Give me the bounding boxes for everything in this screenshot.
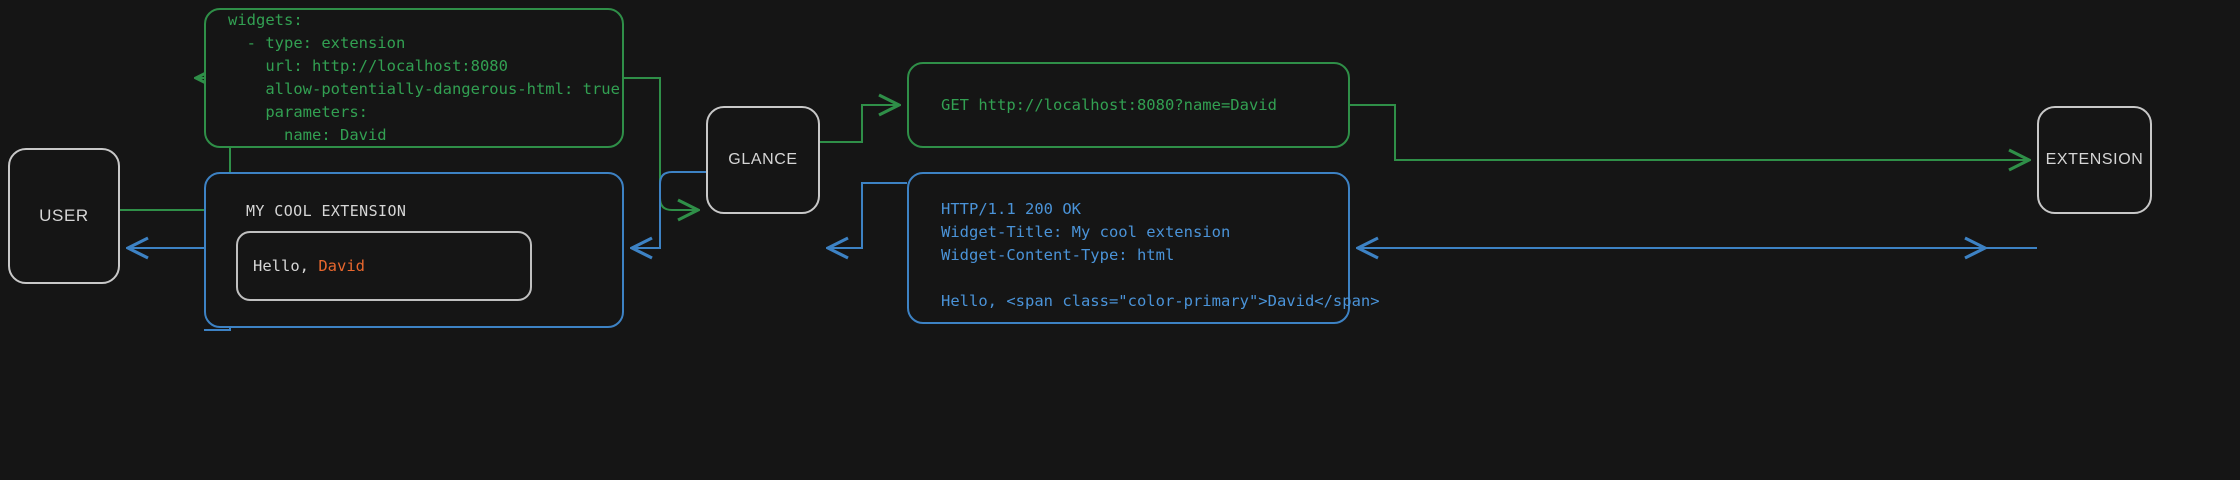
edge-glance-to-request bbox=[820, 105, 899, 143]
widget-preview-title: MY COOL EXTENSION bbox=[246, 202, 407, 220]
edge-config-to-glance bbox=[624, 77, 698, 210]
node-user-label: USER bbox=[39, 206, 89, 225]
node-user[interactable]: USER bbox=[8, 148, 120, 284]
node-extension-label: EXTENSION bbox=[2045, 151, 2144, 168]
node-glance[interactable]: GLANCE bbox=[706, 106, 820, 214]
yaml-config-text: widgets: - type: extension url: http://l… bbox=[228, 11, 620, 144]
yaml-config-box: widgets: - type: extension url: http://l… bbox=[204, 8, 624, 148]
edge-request-to-extension bbox=[1350, 104, 2029, 160]
edge-response-to-glance bbox=[828, 182, 907, 248]
node-glance-label: GLANCE bbox=[728, 151, 798, 168]
http-request-text: GET http://localhost:8080?name=David bbox=[941, 95, 1277, 114]
widget-preview-greeting: Hello, David bbox=[253, 257, 365, 275]
node-extension[interactable]: EXTENSION bbox=[2037, 106, 2152, 214]
widget-preview-content-frame: Hello, David bbox=[236, 231, 532, 301]
widget-preview-box: MY COOL EXTENSION Hello, David bbox=[204, 172, 624, 328]
greeting-prefix: Hello, bbox=[253, 257, 319, 275]
http-response-text: HTTP/1.1 200 OK Widget-Title: My cool ex… bbox=[941, 200, 1380, 310]
http-response-box: HTTP/1.1 200 OK Widget-Title: My cool ex… bbox=[907, 172, 1380, 324]
greeting-name: David bbox=[318, 257, 365, 275]
edge-glance-to-widget bbox=[632, 171, 706, 248]
http-request-box: GET http://localhost:8080?name=David bbox=[907, 62, 1350, 148]
